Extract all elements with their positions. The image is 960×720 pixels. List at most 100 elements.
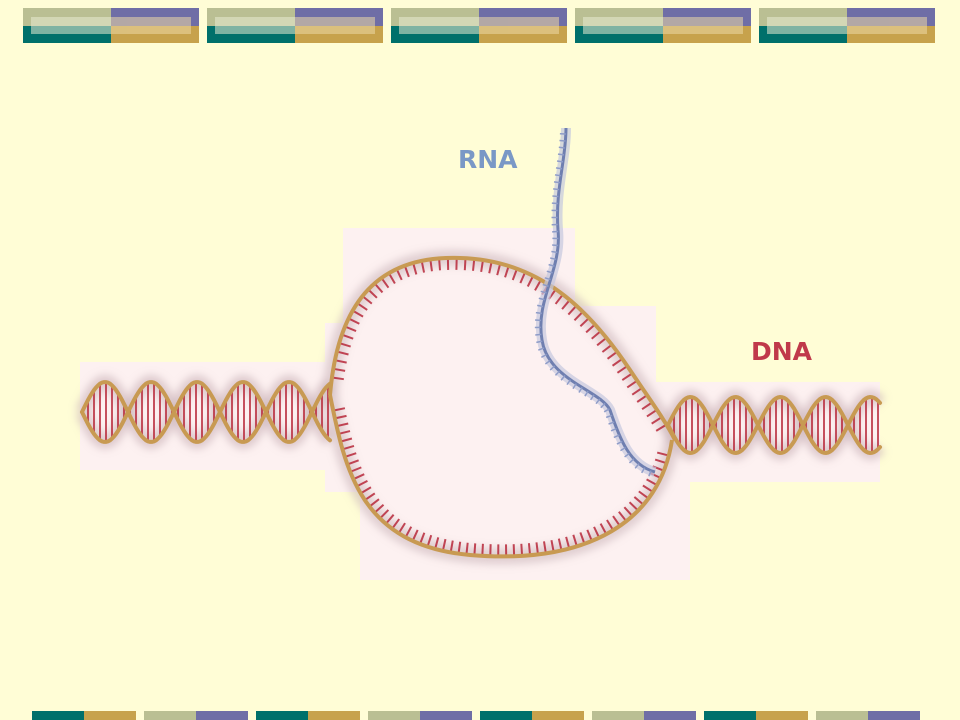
rna-base-tick	[553, 181, 561, 184]
rna-base-tick	[540, 353, 548, 358]
rna-base-tick	[552, 244, 559, 247]
base-tick	[654, 458, 667, 465]
rna-base-tick	[628, 458, 635, 464]
rna-base-tick	[555, 167, 563, 170]
rna-base-tick	[566, 379, 572, 386]
base-tick	[543, 541, 547, 554]
top-band-block	[759, 8, 935, 43]
rna-base-tick	[557, 153, 565, 156]
base-tick	[593, 526, 601, 539]
base-tick	[527, 543, 532, 556]
bottom-band-block	[704, 711, 808, 720]
rna-base-tick	[572, 383, 577, 390]
dna-upper-strand	[328, 255, 677, 441]
top-band-block	[575, 8, 751, 43]
bottom-band-block	[256, 711, 360, 720]
base-tick	[565, 536, 571, 549]
rna-base-tick	[550, 257, 557, 261]
dna-helix-backbone	[666, 394, 882, 456]
rna-base-tick	[535, 311, 542, 315]
dna-helix-backbone	[80, 380, 332, 444]
top-decorative-band	[0, 8, 960, 43]
rna-base-tick	[556, 160, 564, 163]
base-tick	[572, 534, 578, 547]
rna-base-tick	[537, 304, 544, 308]
base-tick	[473, 543, 477, 556]
rna-base-tick	[600, 402, 606, 409]
rna-strand	[534, 127, 657, 477]
base-tick	[638, 490, 650, 500]
rna-base-tick	[641, 467, 646, 474]
base-tick	[631, 387, 643, 396]
rna-base-tick	[648, 470, 652, 477]
rna-base-tick	[590, 394, 595, 401]
dna-helix-backbone	[666, 394, 882, 456]
base-tick	[599, 523, 608, 535]
base-tick	[642, 484, 654, 493]
rna-base-tick	[620, 446, 626, 452]
rna-base-tick	[542, 283, 549, 287]
rna-base-tick	[540, 290, 547, 294]
rna-base-tick	[634, 463, 640, 469]
base-tick	[586, 529, 593, 542]
rna-base-tick	[538, 297, 545, 301]
rna-base-tick	[624, 452, 630, 458]
bottom-decorative-band	[0, 711, 960, 720]
base-tick	[535, 542, 539, 555]
base-tick	[656, 451, 670, 457]
top-band-block	[391, 8, 567, 43]
rna-base-tick	[603, 408, 610, 413]
bottom-band-block	[144, 711, 248, 720]
base-tick	[579, 532, 586, 545]
rna-base-tick	[549, 365, 556, 371]
rna-base-tick	[538, 347, 545, 351]
base-tick	[626, 379, 638, 389]
base-tick	[606, 519, 615, 531]
rna-base-tick	[595, 398, 601, 405]
rna-base-tick	[578, 387, 583, 393]
rna-base-tick	[548, 263, 555, 267]
bottom-band-block	[480, 711, 584, 720]
rna-base-tick	[554, 370, 561, 376]
rna-base-tick	[544, 359, 551, 365]
dna-label: DNA	[751, 337, 813, 366]
rna-base-tick	[610, 427, 617, 432]
rna-base-tick	[535, 333, 542, 336]
top-band-block	[207, 8, 383, 43]
bottom-band-block	[816, 711, 920, 720]
base-tick	[628, 501, 639, 512]
base-tick	[618, 511, 628, 522]
base-tick	[646, 478, 658, 486]
rna-base-tick	[544, 277, 551, 281]
base-tick	[612, 515, 621, 527]
rna-base-tick	[551, 250, 558, 254]
base-tick	[550, 539, 555, 553]
bottom-band-block	[368, 711, 472, 720]
rna-base-tick	[536, 340, 543, 344]
illustration-background	[80, 228, 880, 580]
rna-base-tick	[554, 174, 562, 177]
dna-lower-strand	[328, 394, 674, 559]
bottom-band-block	[32, 711, 136, 720]
base-tick	[621, 372, 633, 381]
rna-base-tick	[616, 440, 623, 445]
bottom-band-block	[592, 711, 696, 720]
rna-base-tick	[553, 188, 560, 191]
base-tick	[481, 543, 484, 556]
rna-base-tick	[605, 414, 613, 419]
rna-base-tick	[613, 434, 620, 439]
base-tick	[633, 496, 645, 506]
top-band-block	[23, 8, 199, 43]
rna-label: RNA	[458, 145, 518, 174]
base-tick	[520, 543, 524, 556]
rna-base-tick	[560, 375, 566, 381]
rna-base-tick	[552, 195, 559, 198]
rna-backbone	[539, 127, 656, 474]
rna-base-tick	[558, 146, 565, 149]
rna-base-tick	[546, 270, 553, 274]
base-tick	[557, 538, 563, 551]
rna-base-tick	[608, 421, 615, 425]
rna-base-tick	[584, 390, 589, 397]
base-tick	[623, 506, 634, 517]
